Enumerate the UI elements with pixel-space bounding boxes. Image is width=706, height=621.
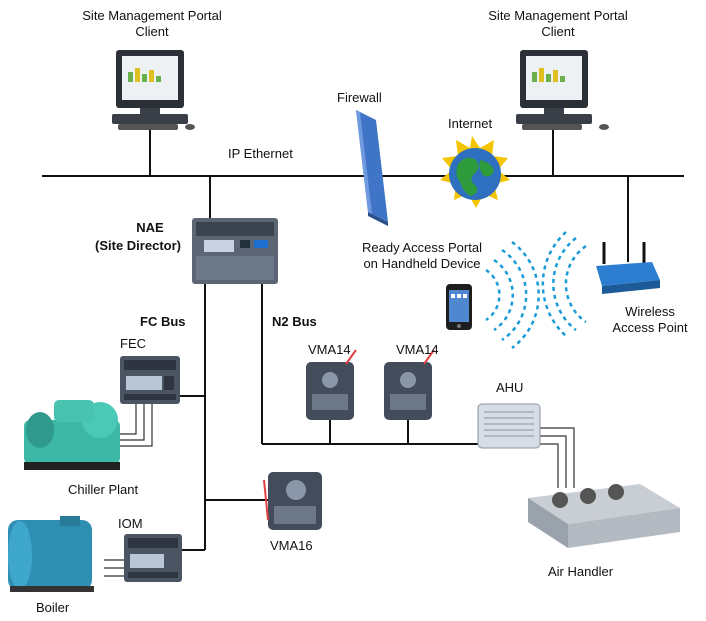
wireless-label: Wireless [625,304,675,319]
client-right-label: Site Management Portal [488,8,628,23]
nae-device-icon [192,218,278,284]
client-left-label: Site Management Portal [82,8,222,23]
client-computer-right [516,50,609,130]
iom-label: IOM [118,516,143,531]
internet-globe-icon [440,136,510,208]
vma14-actuator-b-icon [384,349,435,420]
ready-access-sublabel: on Handheld Device [363,256,481,271]
wireless-sublabel: Access Point [612,320,688,335]
air-handler-label: Air Handler [548,564,614,579]
boiler-label: Boiler [36,600,70,615]
ahu-label: AHU [496,380,524,395]
fec-controller-icon [120,356,180,404]
handheld-device-icon [446,284,472,330]
internet-label: Internet [448,116,493,131]
chiller-plant-icon [24,400,120,470]
client-left-sublabel: Client [135,24,169,39]
wireless-waves [485,231,587,350]
client-right-sublabel: Client [541,24,575,39]
nae-sublabel: (Site Director) [95,238,181,253]
air-handler-icon [528,484,680,548]
client-computer-left [112,50,195,130]
control-wires [104,404,575,577]
firewall-icon [356,110,388,226]
ahu-unit-icon [477,403,541,449]
vma14-actuator-a-icon [306,349,357,420]
nae-label: NAE [136,220,164,235]
vma16-actuator-icon [263,472,322,530]
iom-module-icon [124,534,182,582]
firewall-label: Firewall [337,90,382,105]
vma14-b-label: VMA14 [396,342,439,357]
chiller-plant-label: Chiller Plant [68,482,139,497]
n2-bus-label: N2 Bus [272,314,317,329]
wireless-router-icon [596,242,660,294]
network-lines [42,130,684,551]
vma14-a-label: VMA14 [308,342,351,357]
ip-ethernet-label: IP Ethernet [228,146,293,161]
boiler-icon [8,516,94,592]
fc-bus-label: FC Bus [140,314,186,329]
fec-label: FEC [120,336,146,351]
ready-access-label: Ready Access Portal [362,240,482,255]
vma16-label: VMA16 [270,538,313,553]
